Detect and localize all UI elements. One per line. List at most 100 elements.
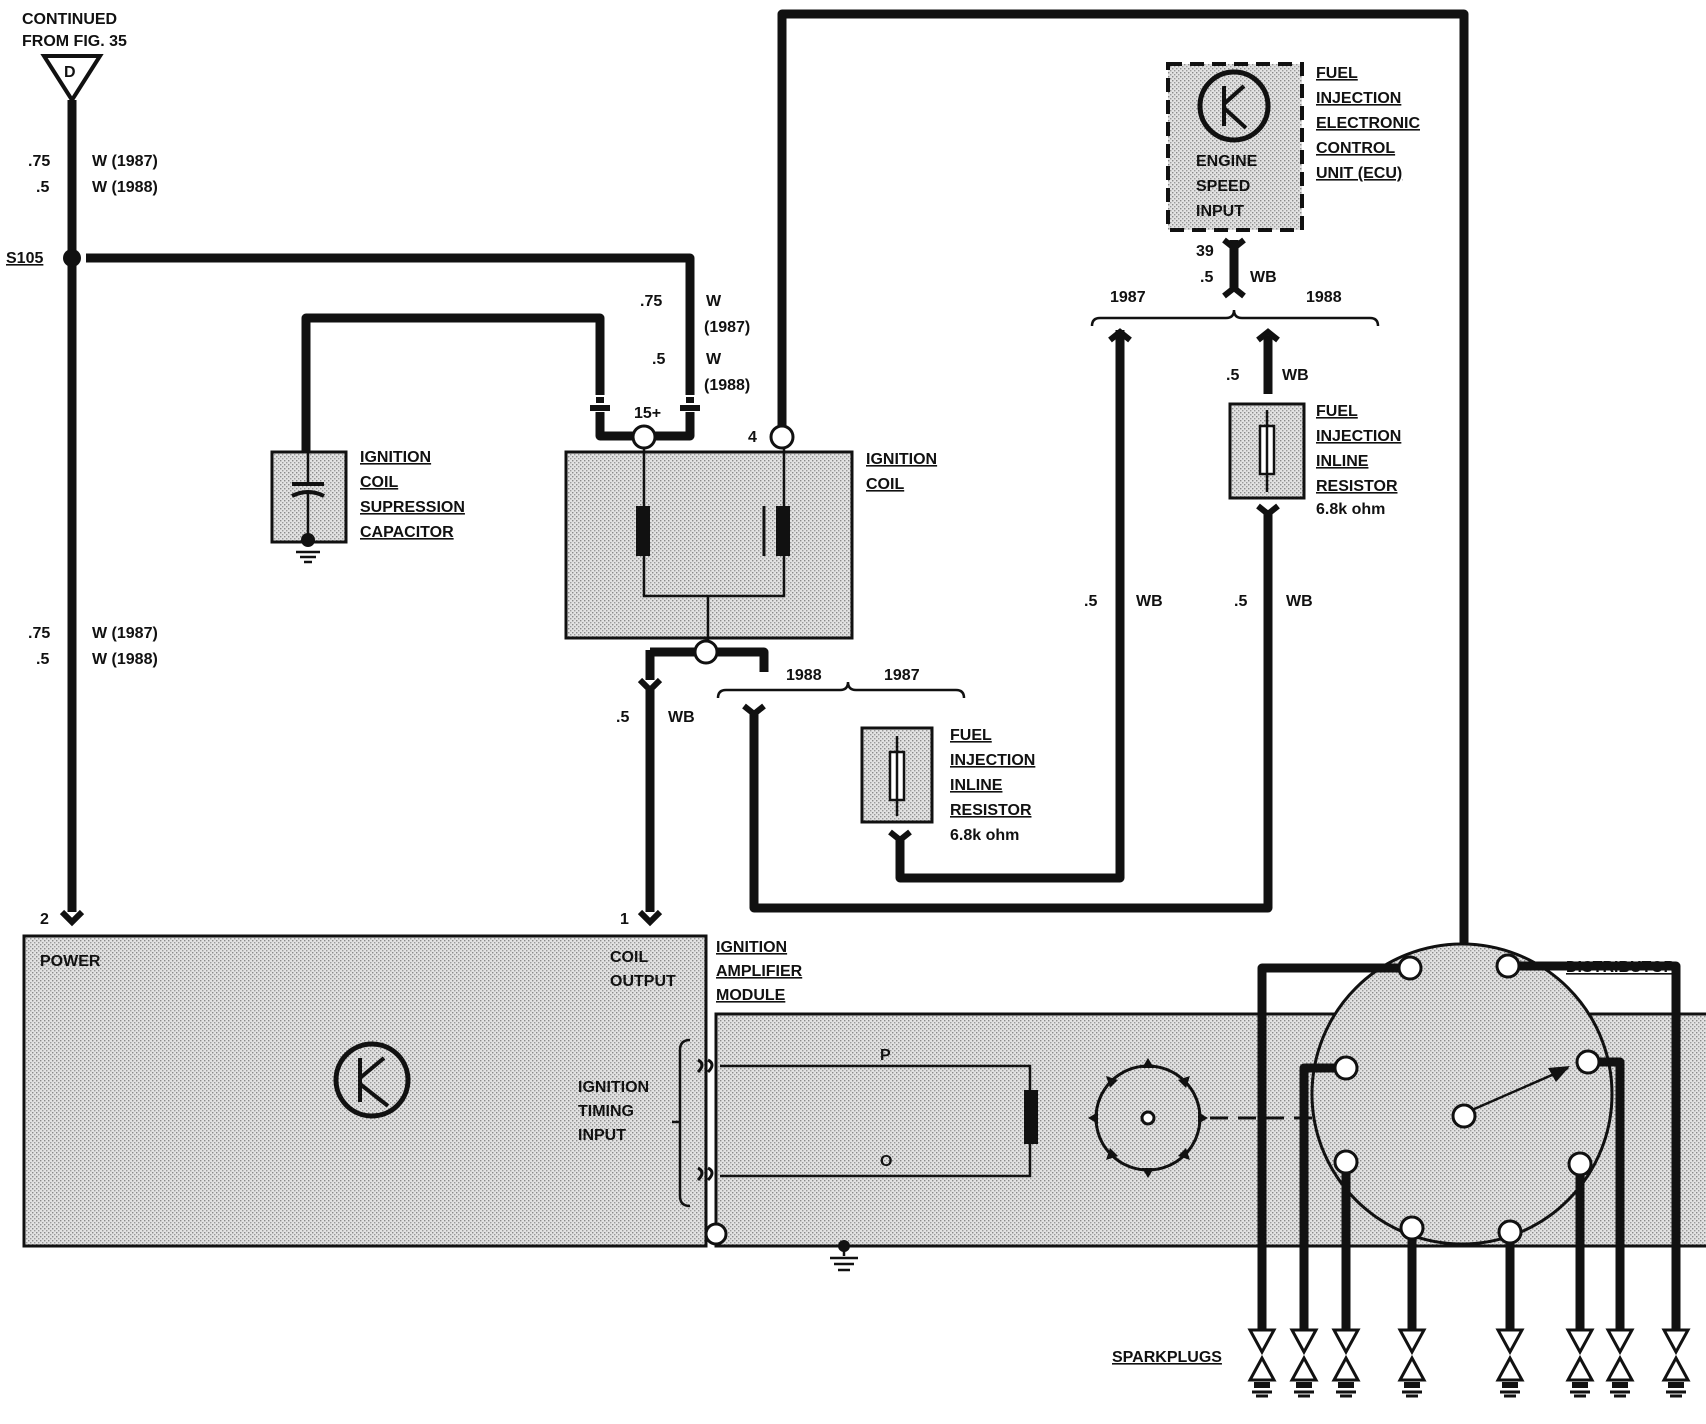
splice-dot	[63, 249, 81, 267]
connector-d: D	[40, 54, 104, 104]
ignition-amplifier-module	[22, 934, 708, 1248]
module-transistor-icon	[333, 1041, 411, 1119]
coil-terminal-15plus-label: 15+	[634, 405, 661, 422]
header-line-1: CONTINUED	[22, 11, 117, 28]
wire-color-top-2: W (1988)	[92, 179, 158, 196]
wire-size-top-1: .75	[28, 153, 50, 170]
right-resistor-label-2: INJECTION	[1316, 428, 1401, 445]
pin-2-label: 2	[40, 911, 49, 928]
module-ground-terminal	[704, 1222, 728, 1246]
right-year-1987: 1987	[1110, 289, 1146, 306]
ecu-color: WB	[1250, 269, 1277, 286]
module-transistor-symbol	[358, 1056, 390, 1108]
module-coil-output-1: COIL	[610, 949, 648, 966]
right-resistor-connector	[1256, 503, 1280, 518]
right-resistor-label-1: FUEL	[1316, 403, 1358, 420]
module-coil-output-2: OUTPUT	[610, 973, 676, 990]
mid-year-1988: 1988	[786, 667, 822, 684]
capacitor-label-1: IGNITION	[360, 449, 431, 466]
res-top-color: WB	[1282, 367, 1309, 384]
coil-out-connector-mark	[637, 677, 663, 695]
right-resistor-value: 6.8k ohm	[1316, 501, 1385, 518]
spark-plug-icons	[1247, 1328, 1691, 1398]
coil-in-year-1: (1987)	[704, 319, 750, 336]
module-pin-connectors	[59, 909, 663, 927]
pickup-coil	[1024, 1090, 1038, 1144]
coil-secondary-winding	[776, 506, 790, 556]
ecu-label-2: INJECTION	[1316, 90, 1401, 107]
cap-ground-icon	[296, 550, 320, 564]
coil-in-size-1: .75	[640, 293, 662, 310]
splice-to-coil-wire	[86, 253, 695, 395]
module-label-2: AMPLIFIER	[716, 963, 803, 980]
coil-in-color-1: W	[706, 293, 722, 310]
right-resistor-label-3: INLINE	[1316, 453, 1369, 470]
coil-connector-mark	[680, 397, 700, 411]
ecu-label-3: ELECTRONIC	[1316, 115, 1420, 132]
ecu-pin: 39	[1196, 243, 1214, 260]
ecu-label-5: UNIT (ECU)	[1316, 165, 1402, 182]
coil-out-color: WB	[668, 709, 695, 726]
pickup-p-label: P	[880, 1047, 891, 1064]
ecu-label-1: FUEL	[1316, 65, 1358, 82]
mid-resistor-value: 6.8k ohm	[950, 827, 1019, 844]
right-1988-connector	[1256, 328, 1280, 343]
distributor-terminals	[1333, 953, 1601, 1245]
loop-1988-connector	[742, 703, 766, 718]
coil-in-color-2: W	[706, 351, 722, 368]
pin-1-label: 1	[620, 911, 629, 928]
cap-plate-2	[291, 490, 325, 498]
timing-input-connectors	[696, 1058, 714, 1182]
capacitor-label-3: SUPRESSION	[360, 499, 465, 516]
ground-icon	[830, 1240, 858, 1272]
ecu-transistor-symbol	[1222, 84, 1248, 130]
coil-to-distributor-wire	[777, 9, 1469, 1116]
capacitor-label-2: COIL	[360, 474, 398, 491]
module-timing-input-1: IGNITION	[578, 1079, 649, 1096]
coil-out-bus	[650, 647, 769, 672]
mid-resistor-label-3: INLINE	[950, 777, 1003, 794]
ecu-connector	[1222, 237, 1246, 299]
distributor-rotor-center	[1451, 1103, 1477, 1129]
rotor-arrow-icon	[1548, 1066, 1570, 1082]
coil-in-size-2: .5	[652, 351, 665, 368]
coil-terminal-15plus	[631, 424, 657, 450]
cap-ground-dot	[301, 533, 315, 547]
right-a-size: .5	[1084, 593, 1097, 610]
wire-color-mid-2: W (1988)	[92, 651, 158, 668]
ecu-transistor-icon	[1197, 69, 1271, 143]
wire-color-top-1: W (1987)	[92, 153, 158, 170]
mid-resistor-label-4: RESISTOR	[950, 802, 1032, 819]
pickup-o-label: O	[880, 1153, 892, 1170]
right-year-1988: 1988	[1306, 289, 1342, 306]
capacitor-label-4: CAPACITOR	[360, 524, 454, 541]
ecu-inner-3: INPUT	[1196, 203, 1244, 220]
wire-size-mid-2: .5	[36, 651, 49, 668]
header-line-2: FROM FIG. 35	[22, 33, 127, 50]
module-power-label: POWER	[40, 953, 101, 970]
mid-year-1987: 1987	[884, 667, 920, 684]
right-1987-connector	[1108, 328, 1132, 343]
module-timing-input-2: TIMING	[578, 1103, 634, 1120]
ecu-size: .5	[1200, 269, 1213, 286]
coil-negative-terminal	[693, 639, 719, 665]
ecu-inner-2: SPEED	[1196, 178, 1250, 195]
coil-in-year-2: (1988)	[704, 377, 750, 394]
sparkplugs-label: SPARKPLUGS	[1112, 1349, 1222, 1366]
right-a-color: WB	[1136, 593, 1163, 610]
mid-resistor-connector	[888, 829, 912, 844]
connector-d-label: D	[64, 64, 76, 81]
coil-terminal-4-label: 4	[748, 429, 757, 446]
mid-resistor-wire	[895, 330, 1125, 883]
coil-label-1: IGNITION	[866, 451, 937, 468]
year-bracket-right	[1090, 309, 1380, 327]
wire-size-top-2: .5	[36, 179, 49, 196]
distributor-cap	[1310, 942, 1614, 1246]
capacitor-wire	[301, 313, 605, 478]
right-b-size: .5	[1234, 593, 1247, 610]
wire-size-mid-1: .75	[28, 625, 50, 642]
ecu-label-4: CONTROL	[1316, 140, 1395, 157]
module-label-3: MODULE	[716, 987, 786, 1004]
wire-color-mid-1: W (1987)	[92, 625, 158, 642]
right-b-color: WB	[1286, 593, 1313, 610]
